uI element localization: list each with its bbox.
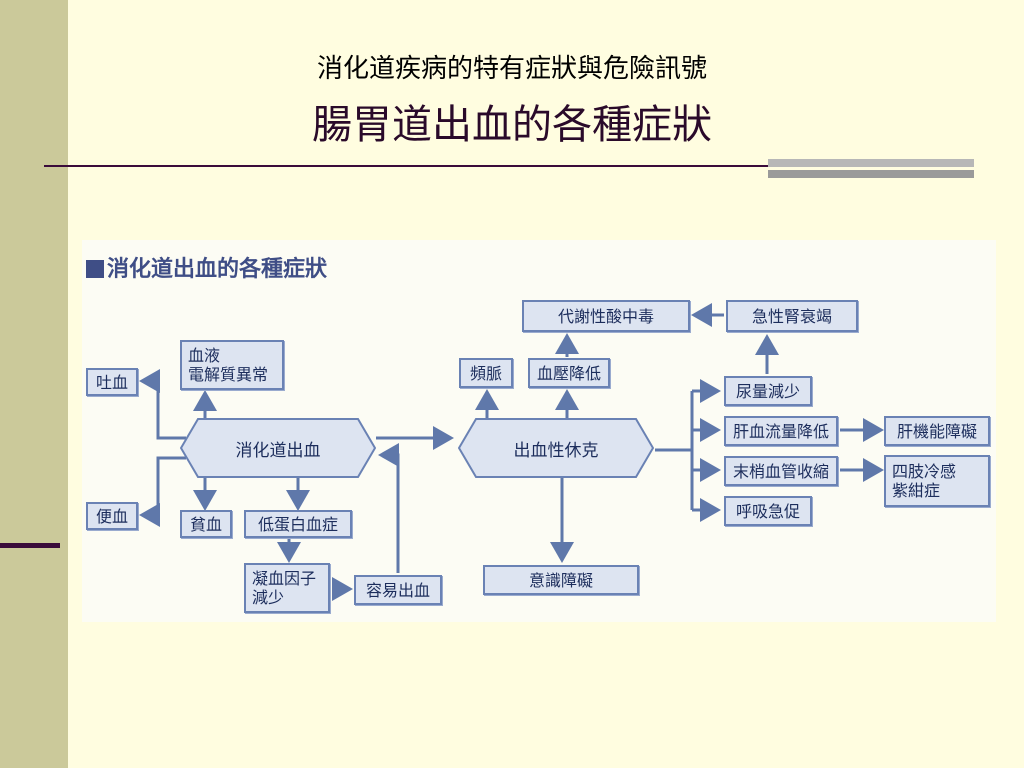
title-divider — [44, 165, 974, 167]
arrow-easy-bleeding-to-gi — [378, 443, 400, 573]
left-accent-stripe — [0, 543, 60, 548]
title-divider-accent-lower — [768, 170, 974, 178]
node-tachycardia: 頻脈 — [459, 358, 513, 388]
slide-title: 腸胃道出血的各種症狀 — [312, 102, 712, 148]
node-oliguria: 尿量減少 — [724, 376, 812, 406]
node-gi-bleeding-label: 消化道出血 — [235, 440, 321, 461]
node-liver-dysfunction: 肝機能障礙 — [884, 416, 990, 446]
node-bloody-stool: 便血 — [86, 502, 138, 530]
node-hemorrhagic-shock-label: 出血性休克 — [513, 440, 599, 461]
node-hypotension: 血壓降低 — [528, 358, 610, 388]
node-acute-renal-failure: 急性腎衰竭 — [726, 300, 858, 332]
node-hypoproteinemia: 低蛋白血症 — [244, 510, 352, 538]
node-cold-limbs: 四肢冷感 紫紺症 — [884, 455, 990, 507]
slide-subtitle: 消化道疾病的特有症狀與危險訊號 — [316, 54, 707, 84]
node-gi-bleeding: 消化道出血 — [180, 418, 376, 478]
node-peripheral-vasoconstriction: 末梢血管收縮 — [724, 456, 838, 486]
arrow-to-bloody-stool — [139, 456, 186, 527]
node-anemia: 貧血 — [180, 510, 232, 538]
figure-title-text: 消化道出血的各種症狀 — [107, 257, 328, 282]
title-divider-accent — [768, 159, 974, 167]
node-hemorrhagic-shock: 出血性休克 — [458, 418, 654, 478]
node-easy-bleeding: 容易出血 — [354, 575, 442, 605]
node-hepatic-flow: 肝血流量降低 — [724, 416, 838, 446]
node-dyspnea: 呼吸急促 — [724, 496, 812, 526]
hexagon-shape — [180, 418, 376, 478]
node-consciousness: 意識障礙 — [483, 565, 639, 595]
node-vomiting-blood: 吐血 — [86, 368, 138, 396]
node-electrolyte: 血液 電解質異常 — [180, 340, 284, 390]
left-accent-bar — [0, 0, 68, 768]
arrow-to-vomiting-blood — [139, 369, 186, 440]
node-metabolic-acidosis: 代謝性酸中毒 — [522, 300, 690, 332]
square-bullet-icon — [86, 260, 104, 278]
figure-title: 消化道出血的各種症狀 — [86, 251, 327, 283]
node-clotting-factor: 凝血因子 減少 — [244, 563, 330, 613]
hexagon-shape — [458, 418, 654, 478]
